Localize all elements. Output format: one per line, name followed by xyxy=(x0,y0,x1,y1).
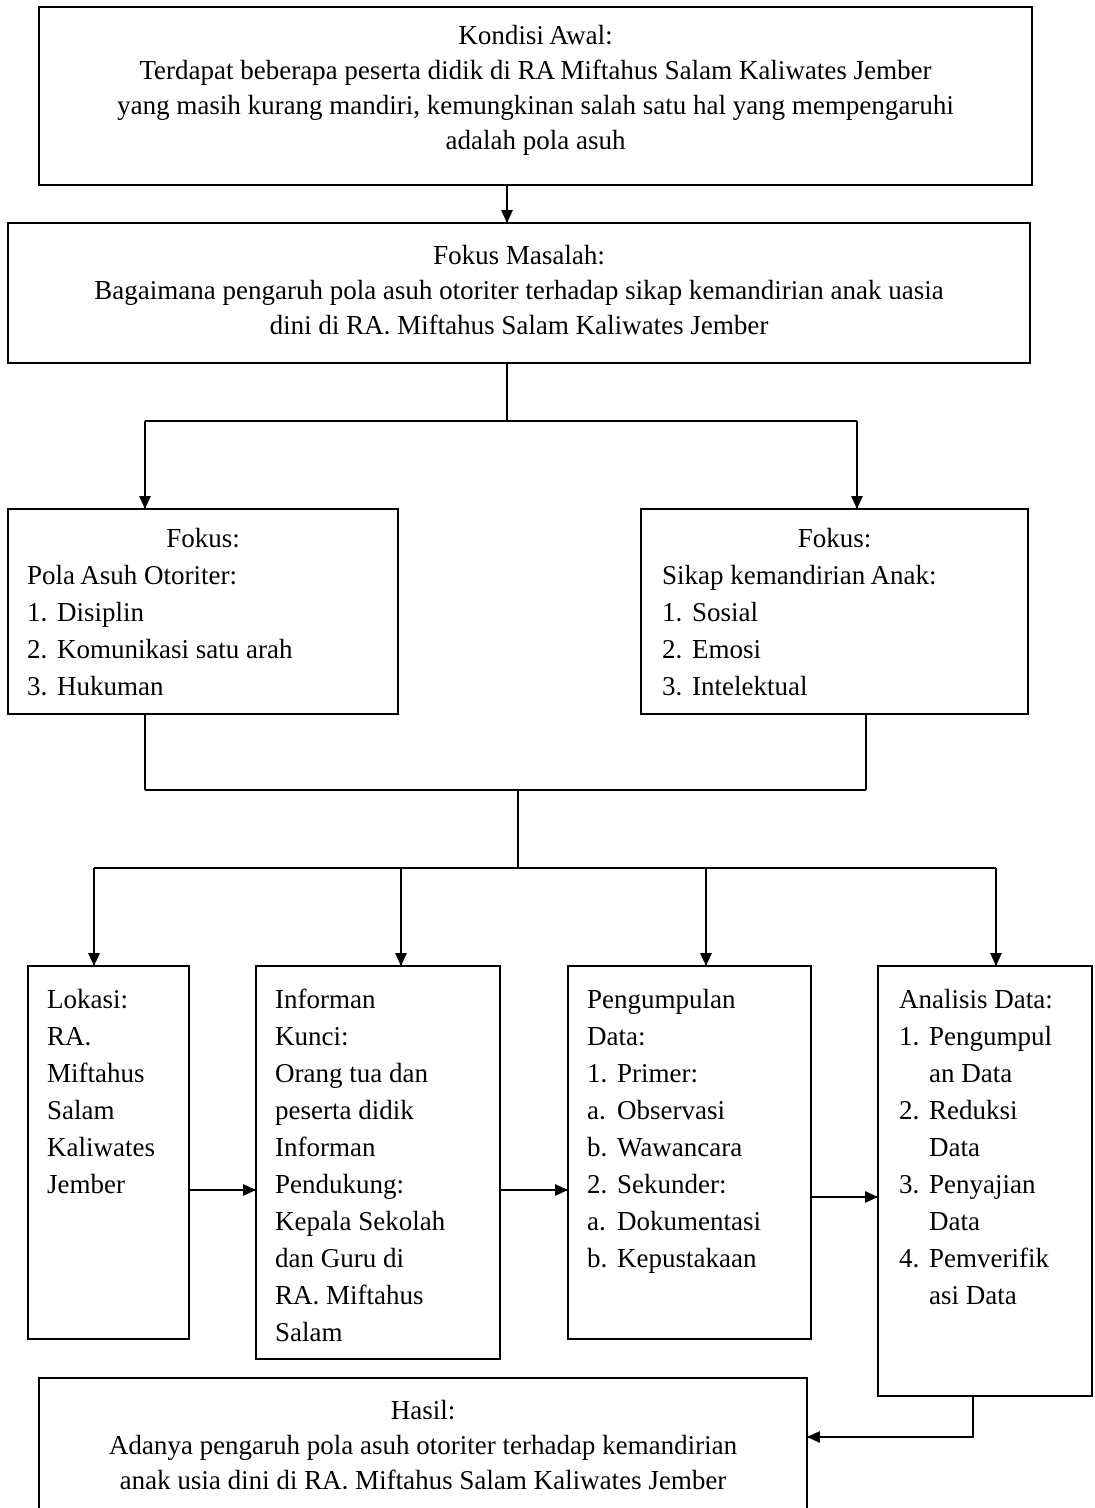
fokus-kemandirian-subtitle: Sikap kemandirian Anak: xyxy=(662,560,937,590)
informan-line: Informan xyxy=(275,984,376,1014)
fokus-kemandirian-title: Fokus: xyxy=(797,523,872,553)
arrow-analisis-to-hasil xyxy=(807,1397,974,1443)
list-item: a.Observasi xyxy=(587,1095,725,1125)
hasil-title: Hasil: xyxy=(390,1395,456,1425)
pengumpulan-line: Pengumpulan xyxy=(587,984,736,1014)
list-item: 1.Primer: xyxy=(587,1058,698,1088)
lokasi-line: Jember xyxy=(47,1169,125,1199)
list-item: 1.Sosial xyxy=(662,597,759,627)
kondisi-awal-line: yang masih kurang mandiri, kemungkinan s… xyxy=(117,90,954,120)
pengumpulan-box: Pengumpulan Data: 1.Primer: a.Observasi … xyxy=(567,965,812,1340)
informan-box: Informan Kunci: Orang tua dan peserta di… xyxy=(255,965,501,1360)
kondisi-awal-line: Terdapat beberapa peserta didik di RA Mi… xyxy=(139,55,932,85)
informan-line: Kunci: xyxy=(275,1021,349,1051)
informan-line: Pendukung: xyxy=(275,1169,405,1199)
kondisi-awal-title: Kondisi Awal: xyxy=(458,20,613,50)
fokus-masalah-title: Fokus Masalah: xyxy=(433,240,605,270)
pengumpulan-line: Data: xyxy=(587,1021,646,1051)
fokus-masalah-line: dini di RA. Miftahus Salam Kaliwates Jem… xyxy=(269,310,769,340)
lokasi-box: Lokasi: RA. Miftahus Salam Kaliwates Jem… xyxy=(27,965,190,1340)
informan-line: dan Guru di xyxy=(275,1243,404,1273)
list-item: b.Kepustakaan xyxy=(587,1243,757,1273)
informan-line: Informan xyxy=(275,1132,376,1162)
fokus-pola-asuh-list: 1.Disiplin 2.Komunikasi satu arah 3.Huku… xyxy=(27,594,397,705)
lokasi-line: Lokasi: xyxy=(47,984,128,1014)
fokus-pola-asuh-box: Fokus: Pola Asuh Otoriter: 1.Disiplin 2.… xyxy=(7,508,399,715)
lokasi-line: Kaliwates xyxy=(47,1132,155,1162)
list-item: 3.Intelektual xyxy=(662,671,808,701)
lokasi-line: RA. xyxy=(47,1021,92,1051)
lokasi-line: Miftahus xyxy=(47,1058,145,1088)
fokus-kemandirian-box: Fokus: Sikap kemandirian Anak: 1.Sosial … xyxy=(640,508,1029,715)
fokus-kemandirian-list: 1.Sosial 2.Emosi 3.Intelektual xyxy=(662,594,1027,705)
list-item: 1.Disiplin xyxy=(27,597,145,627)
list-item: 2.Komunikasi satu arah xyxy=(27,634,293,664)
fokus-masalah-line: Bagaimana pengaruh pola asuh otoriter te… xyxy=(94,275,944,305)
lokasi-line: Salam xyxy=(47,1095,115,1125)
list-item: 2.Sekunder: xyxy=(587,1169,727,1199)
hasil-line: Adanya pengaruh pola asuh otoriter terha… xyxy=(108,1430,738,1460)
list-item: 2.Emosi xyxy=(662,634,762,664)
list-item: 3.Hukuman xyxy=(27,671,164,701)
kondisi-awal-line: adalah pola asuh xyxy=(445,125,626,155)
pengumpulan-list: 1.Primer: a.Observasi b.Wawancara 2.Seku… xyxy=(587,1055,810,1277)
fokus-masalah-box: Fokus Masalah: Bagaimana pengaruh pola a… xyxy=(7,222,1031,364)
informan-line: Orang tua dan xyxy=(275,1058,428,1088)
kondisi-awal-box: Kondisi Awal: Terdapat beberapa peserta … xyxy=(38,6,1033,186)
analisis-title: Analisis Data: xyxy=(899,984,1053,1014)
fokus-pola-asuh-title: Fokus: xyxy=(166,523,240,553)
list-item: a.Dokumentasi xyxy=(587,1206,761,1236)
informan-line: peserta didik xyxy=(275,1095,414,1125)
list-item: b.Wawancara xyxy=(587,1132,743,1162)
fokus-pola-asuh-subtitle: Pola Asuh Otoriter: xyxy=(27,560,237,590)
informan-line: Kepala Sekolah xyxy=(275,1206,446,1236)
hasil-box: Hasil: Adanya pengaruh pola asuh otorite… xyxy=(38,1377,808,1508)
informan-line: RA. Miftahus xyxy=(275,1280,424,1310)
informan-line: Salam xyxy=(275,1317,343,1347)
hasil-line: anak usia dini di RA. Miftahus Salam Kal… xyxy=(119,1465,727,1495)
